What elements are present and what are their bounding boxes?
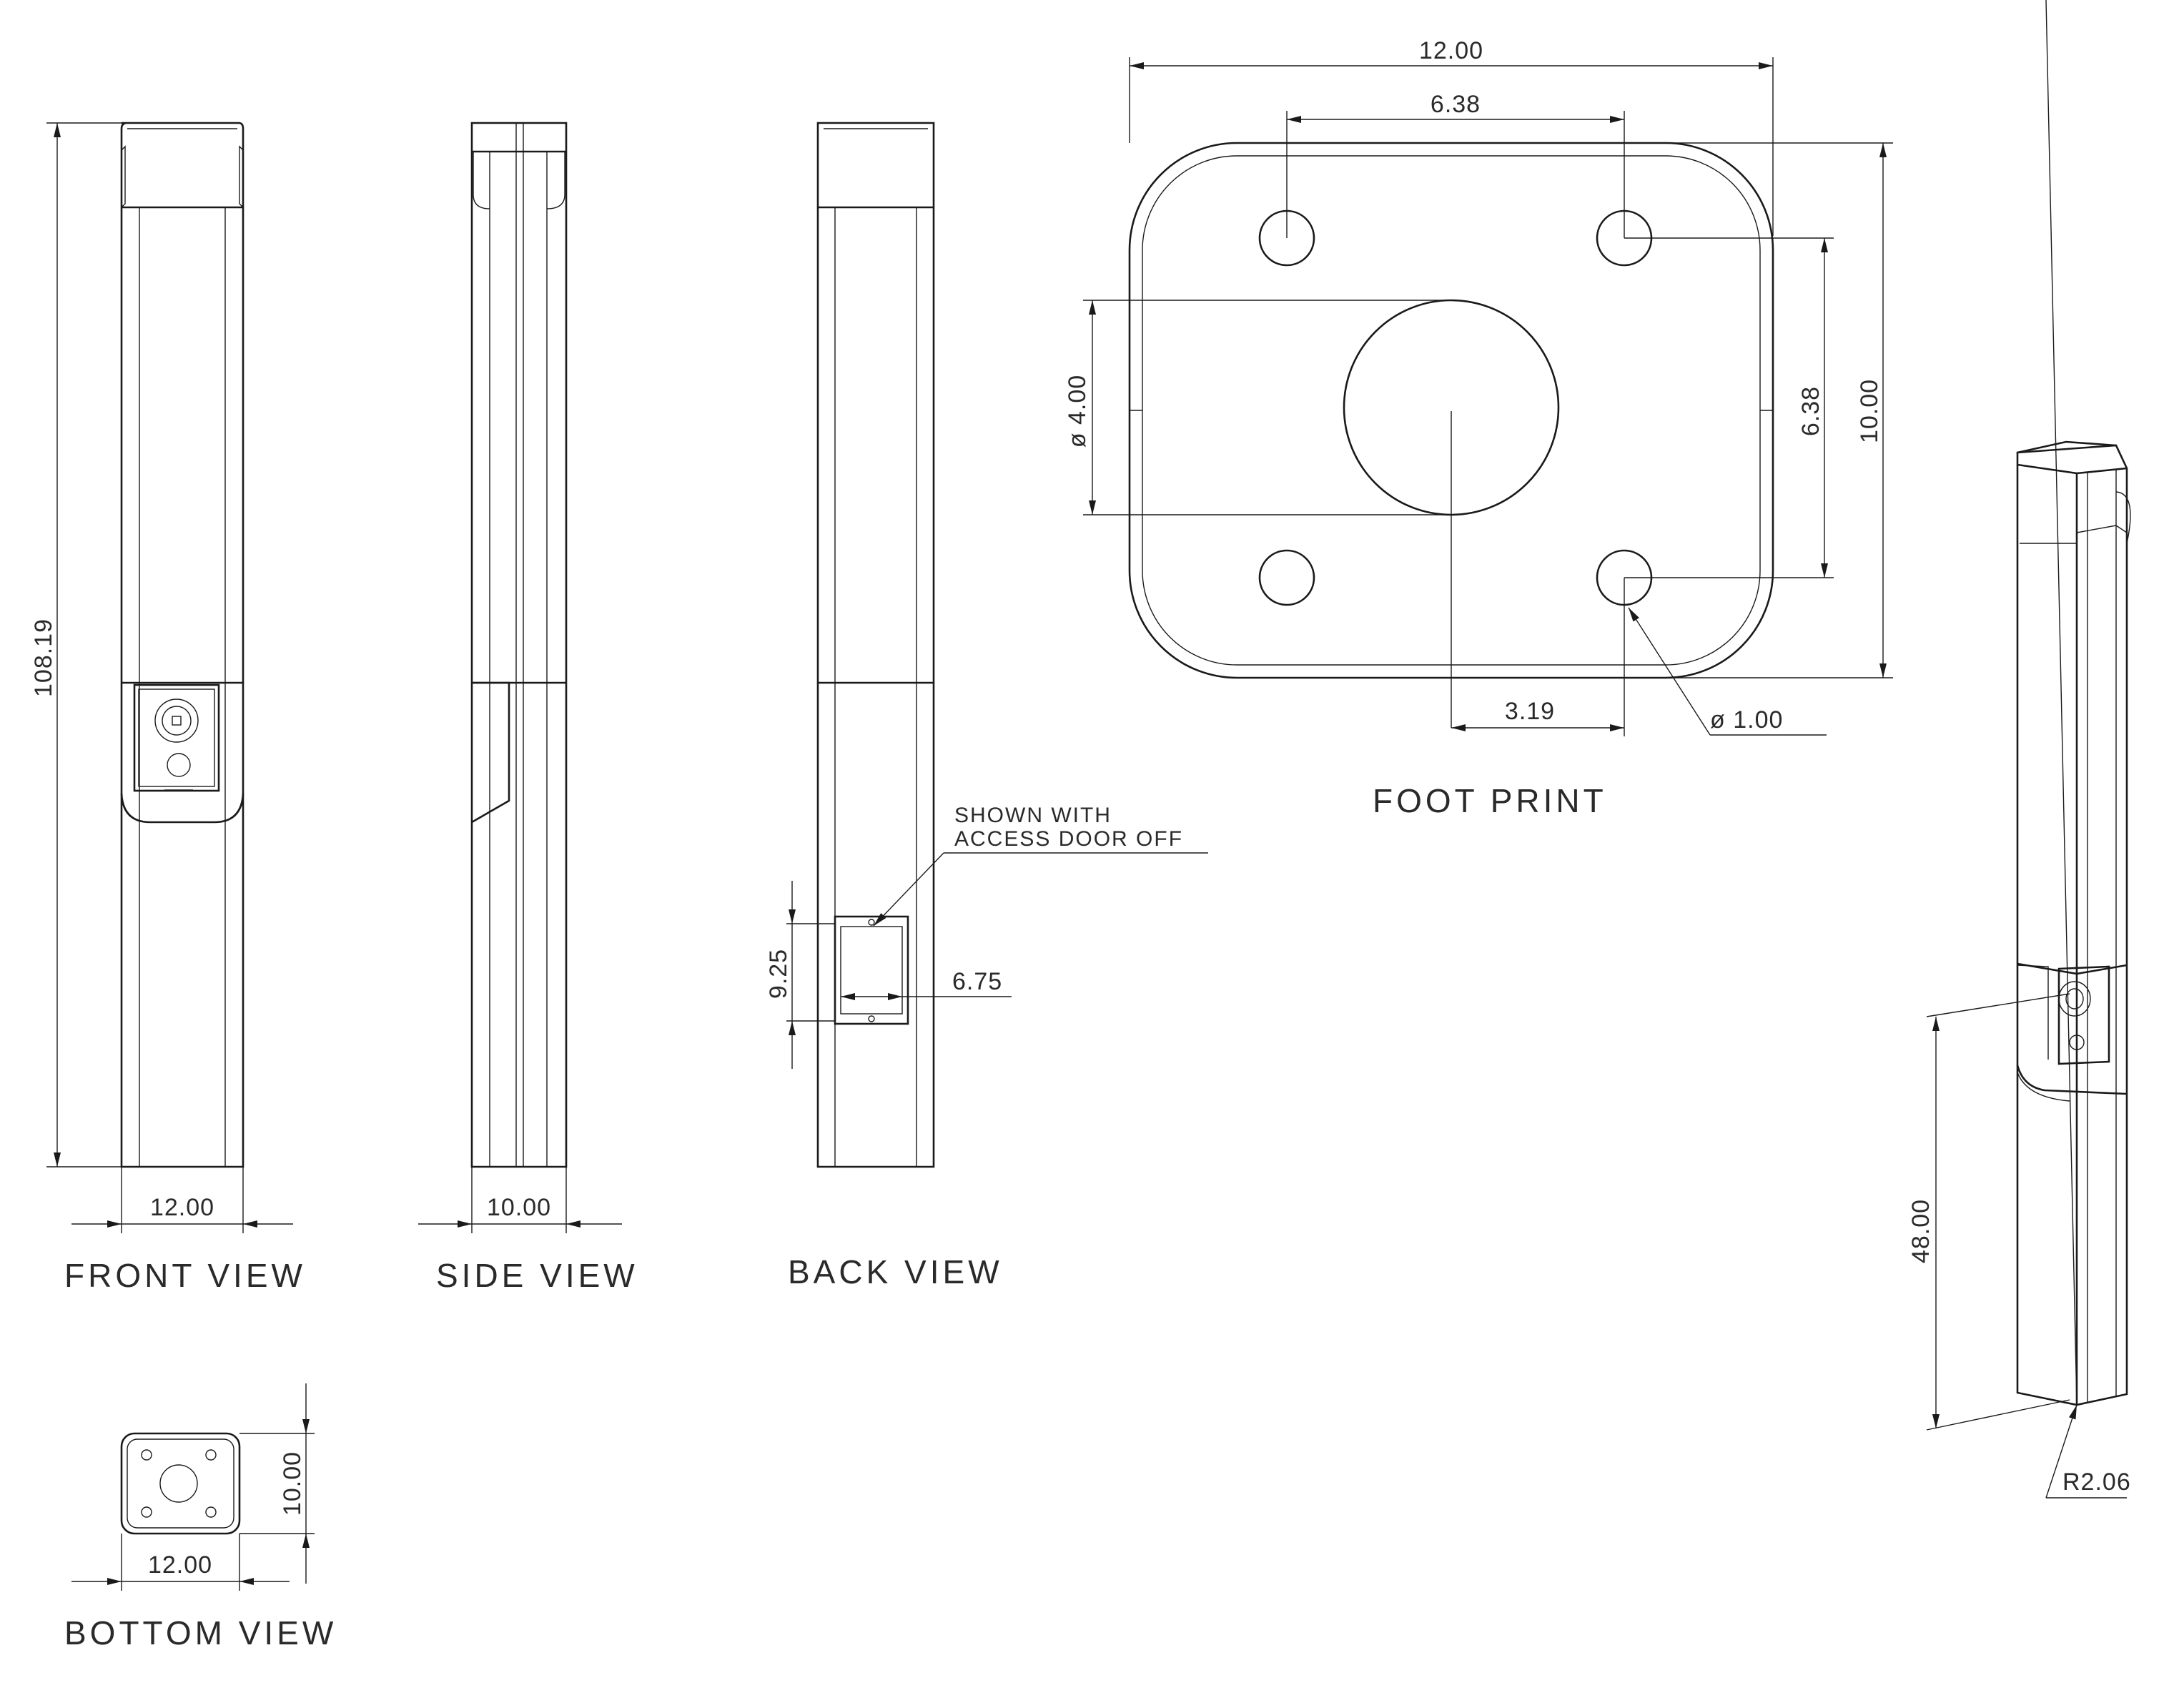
front-width-label: 12.00 <box>150 1194 214 1221</box>
bottom-view-body <box>120 1432 241 1535</box>
isometric-view: 48.00 R2.06 <box>1907 0 2131 1499</box>
fp-height-dimension: 10.00 <box>1666 142 1893 678</box>
access-note-line1: SHOWN WITH <box>954 804 1112 827</box>
fp-hole-diameter-dimension: ø 1.00 <box>1628 607 1827 736</box>
front-height-label: 108.19 <box>30 618 57 697</box>
iso-radius-dimension: R2.06 <box>2045 0 2131 1499</box>
fp-hole-spacing-y-dimension: 6.38 <box>1624 237 1834 578</box>
side-width-label: 10.00 <box>487 1194 551 1221</box>
access-height-dimension: 9.25 <box>765 881 835 1069</box>
access-note: SHOWN WITH ACCESS DOOR OFF <box>873 804 1208 927</box>
fp-hole-spacing-x-label: 6.38 <box>1431 91 1481 118</box>
fp-center-diameter-label: ø 4.00 <box>1064 375 1091 448</box>
bottom-width-label: 12.00 <box>148 1551 212 1579</box>
fp-hole-spacing-y-label: 6.38 <box>1797 386 1824 436</box>
fp-width-label: 12.00 <box>1419 37 1483 64</box>
footprint-view: 12.00 6.38 ø 4.00 6.38 10.00 <box>1064 37 1893 819</box>
mount-hole-bottom-left <box>1258 549 1315 606</box>
fp-width-dimension: 12.00 <box>1129 37 1774 236</box>
isometric-body <box>2016 440 2131 1406</box>
fp-offset-dimension: 3.19 <box>1451 578 1625 736</box>
front-view-body <box>120 122 244 1168</box>
back-view-title: BACK VIEW <box>788 1253 1003 1290</box>
access-door-opening <box>834 915 909 1025</box>
front-view-title: FRONT VIEW <box>64 1257 306 1294</box>
side-view-body <box>470 122 568 1168</box>
bottom-view: 10.00 12.00 BOTTOM VIEW <box>64 1383 337 1652</box>
fp-hole-spacing-x-dimension: 6.38 <box>1286 91 1625 238</box>
fp-hole-diameter-label: ø 1.00 <box>1710 706 1783 734</box>
fp-center-diameter-dimension: ø 4.00 <box>1064 300 1452 728</box>
bottom-height-label: 10.00 <box>279 1451 306 1516</box>
bottom-width-dimension: 12.00 <box>71 1534 290 1591</box>
footprint-title: FOOT PRINT <box>1373 782 1607 819</box>
iso-radius-label: R2.06 <box>2062 1468 2131 1496</box>
iso-height-dimension: 48.00 <box>1907 993 2070 1431</box>
fp-height-label: 10.00 <box>1856 379 1883 443</box>
back-view: SHOWN WITH ACCESS DOOR OFF 9.25 6.75 BAC… <box>765 122 1208 1290</box>
front-width-dimension: 12.00 <box>71 1167 293 1233</box>
side-view: 10.00 SIDE VIEW <box>418 122 638 1294</box>
fp-offset-label: 3.19 <box>1505 698 1555 725</box>
access-height-label: 9.25 <box>765 949 792 999</box>
front-height-dimension: 108.19 <box>30 122 122 1168</box>
iso-height-label: 48.00 <box>1907 1199 1935 1263</box>
back-view-body <box>816 122 935 1168</box>
front-view: 108.19 12.00 FRONT VIEW <box>30 122 306 1294</box>
bottom-view-title: BOTTOM VIEW <box>64 1614 337 1652</box>
access-note-line2: ACCESS DOOR OFF <box>954 827 1183 851</box>
access-width-dimension: 6.75 <box>841 968 1012 1000</box>
side-width-dimension: 10.00 <box>418 1167 622 1233</box>
side-view-title: SIDE VIEW <box>436 1257 638 1294</box>
bottom-height-dimension: 10.00 <box>239 1383 315 1584</box>
access-width-label: 6.75 <box>952 968 1002 995</box>
